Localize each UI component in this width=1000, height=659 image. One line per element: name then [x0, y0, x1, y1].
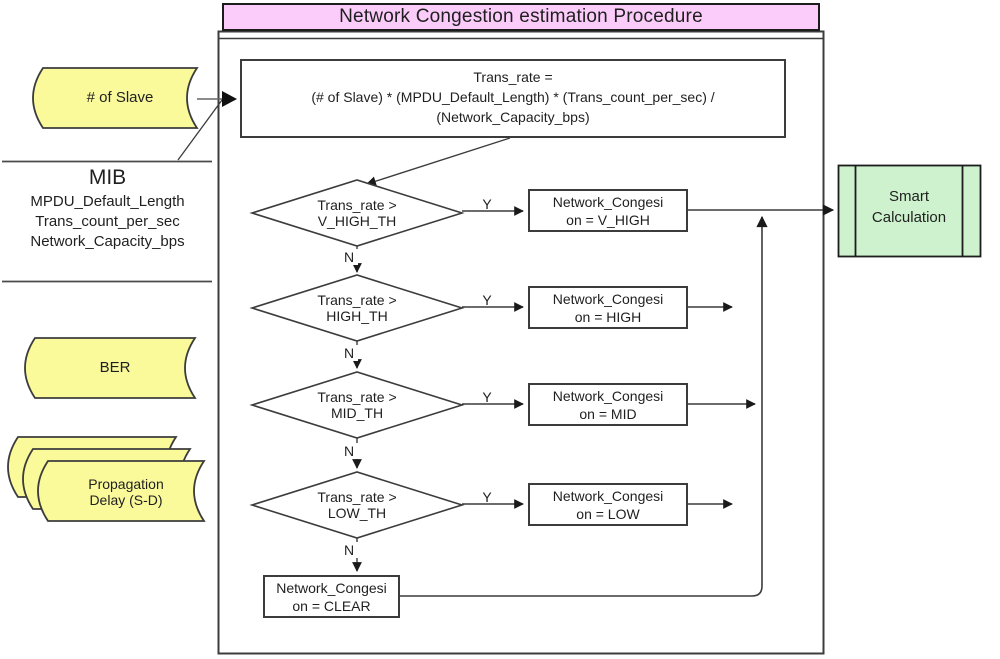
diamond-mid	[249, 371, 465, 439]
formula-line-2: (# of Slave) * (MPDU_Default_Length) * (…	[311, 89, 715, 105]
diamond-high	[249, 274, 465, 342]
diamond-low	[249, 471, 465, 539]
ber-stored-data-shape	[24, 337, 197, 399]
propagation-shape-front	[37, 460, 206, 522]
mib-item: Network_Capacity_bps	[30, 233, 185, 250]
clear-collector-arrow	[400, 215, 768, 597]
trans-rate-formula-box: Trans_rate = (# of Slave) * (MPDU_Defaul…	[240, 59, 786, 138]
slave-label: # of Slave	[86, 89, 154, 106]
condition-line1: Trans_rate >	[317, 389, 397, 405]
propagation-label-line2: Delay (S-D)	[89, 492, 163, 508]
condition-line2: V_HIGH_TH	[317, 213, 397, 229]
smart-calculation-shape	[837, 164, 982, 258]
formula-line-3: (Network_Capacity_bps)	[436, 109, 590, 125]
diamond-vhigh	[249, 179, 465, 247]
condition-line2: LOW_TH	[327, 505, 387, 521]
mib-item: Trans_count_per_sec	[35, 213, 180, 230]
yes-label-1: Y	[482, 196, 492, 212]
result-line1: Network_Congesi	[552, 193, 664, 210]
no-label-1: N	[340, 249, 358, 265]
diamond-mid-label: Trans_rate > MID_TH	[277, 389, 437, 421]
procedure-container-border	[217, 30, 825, 655]
condition-line1: Trans_rate >	[317, 292, 397, 308]
condition-line1: Trans_rate >	[317, 489, 397, 505]
propagation-delay-label: Propagation Delay (S-D)	[48, 476, 204, 508]
yes-label-4: Y	[482, 489, 492, 505]
no-label-3: N	[340, 443, 358, 459]
result-line2: on = CLEAR	[292, 597, 371, 614]
mib-block: MIB MPDU_Default_Length Trans_count_per_…	[0, 164, 215, 252]
slave-stored-data-shape	[32, 67, 199, 129]
result-box-clear: Network_Congesi on = CLEAR	[263, 575, 400, 618]
inputs-arrowhead-icon	[222, 91, 237, 107]
result-line1: Network_Congesi	[552, 387, 664, 404]
result-box-vhigh: Network_Congesi on = V_HIGH	[528, 189, 688, 232]
formula-to-diamond1-arrow	[366, 137, 511, 186]
yes-label-2: Y	[482, 292, 492, 308]
ber-label: BER	[99, 359, 131, 376]
no-label-2: N	[340, 345, 358, 361]
condition-line2: MID_TH	[330, 405, 384, 421]
diamond-vhigh-label: Trans_rate > V_HIGH_TH	[277, 197, 437, 229]
result-line2: on = MID	[579, 405, 637, 422]
diamond-high-label: Trans_rate > HIGH_TH	[277, 292, 437, 324]
result-box-high: Network_Congesi on = HIGH	[528, 286, 688, 329]
diamond-low-label: Trans_rate > LOW_TH	[277, 489, 437, 521]
mib-item: MPDU_Default_Length	[30, 193, 185, 210]
result-box-low: Network_Congesi on = LOW	[528, 483, 688, 526]
formula-line-1: Trans_rate =	[473, 69, 553, 85]
mib-connector-line	[177, 99, 223, 161]
result-line1: Network_Congesi	[276, 579, 387, 596]
result-line2: on = V_HIGH	[566, 211, 650, 228]
smart-label-line1: Smart	[888, 188, 929, 205]
mib-title: MIB	[88, 166, 127, 189]
result-line1: Network_Congesi	[552, 487, 664, 504]
procedure-title: Network Congestion estimation Procedure	[222, 3, 820, 31]
result-line2: on = LOW	[576, 505, 640, 522]
result-line2: on = HIGH	[574, 308, 642, 325]
propagation-label-line1: Propagation	[88, 476, 164, 492]
no-label-4: N	[340, 542, 358, 558]
result-box-mid: Network_Congesi on = MID	[528, 383, 688, 426]
condition-line1: Trans_rate >	[317, 197, 397, 213]
yes-label-3: Y	[482, 389, 492, 405]
smart-label-line2: Calculation	[871, 209, 947, 226]
result-line1: Network_Congesi	[552, 290, 664, 307]
smart-calculation-label: Smart Calculation	[846, 186, 972, 228]
condition-line2: HIGH_TH	[326, 308, 388, 324]
